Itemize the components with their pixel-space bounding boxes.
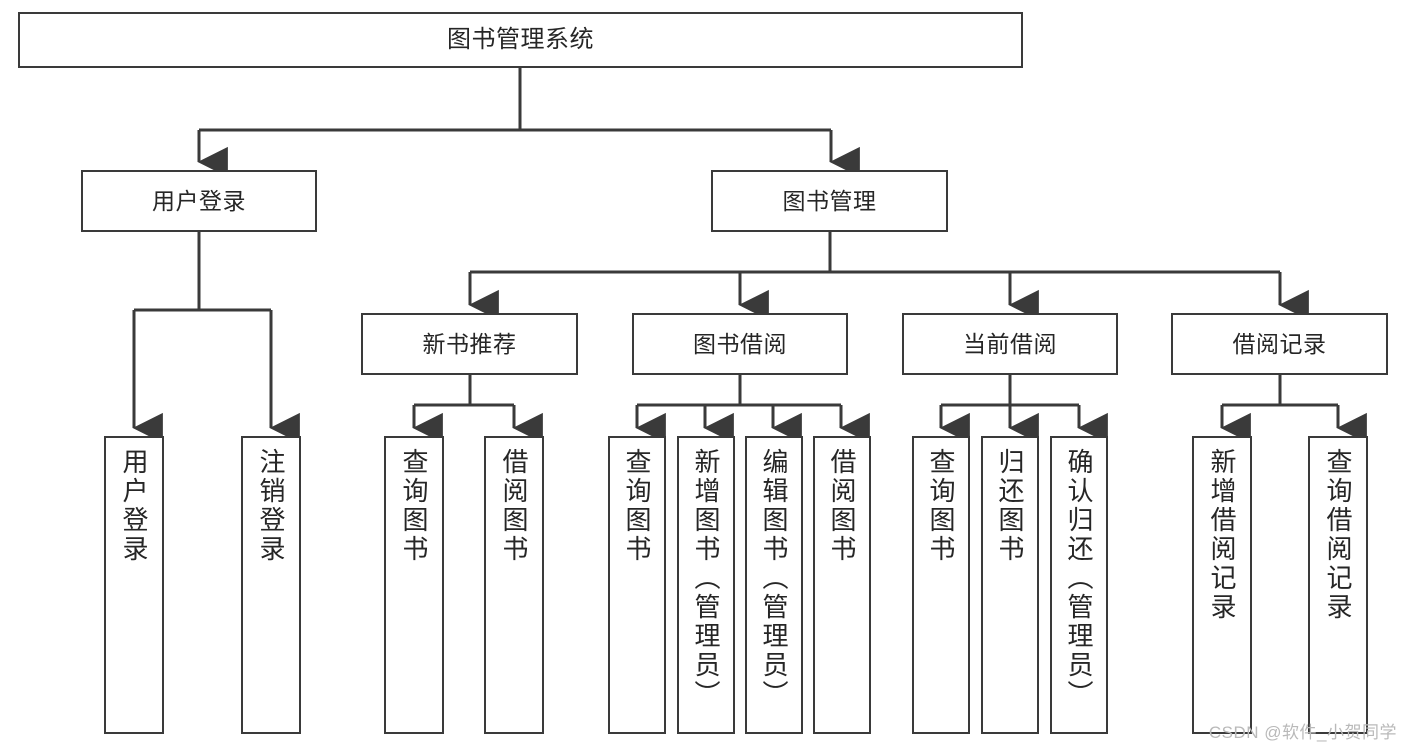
node-current-borrow[interactable]: 当前借阅 xyxy=(902,313,1118,375)
node-label: 借阅图书 xyxy=(827,448,857,564)
node-book-borrow[interactable]: 图书借阅 xyxy=(632,313,848,375)
node-label: 图书管理 xyxy=(782,187,877,214)
node-label: 编辑图书（管理员） xyxy=(759,448,789,709)
leaf-borrow-query-book[interactable]: 查询图书 xyxy=(608,436,666,734)
node-label: 新书推荐 xyxy=(422,330,517,357)
node-label: 当前借阅 xyxy=(963,330,1057,357)
leaf-current-confirm-return-admin[interactable]: 确认归还（管理员） xyxy=(1050,436,1108,734)
node-label: 用户登录 xyxy=(119,448,149,564)
leaf-recommend-query-book[interactable]: 查询图书 xyxy=(384,436,444,734)
node-label: 新增图书（管理员） xyxy=(691,448,721,709)
node-book-management[interactable]: 图书管理 xyxy=(711,170,948,232)
node-label: 借阅图书 xyxy=(499,448,529,564)
node-label: 新增借阅记录 xyxy=(1207,448,1237,622)
leaf-user-login-signin[interactable]: 用户登录 xyxy=(104,436,164,734)
leaf-borrow-borrow-book[interactable]: 借阅图书 xyxy=(813,436,871,734)
leaf-current-return-book[interactable]: 归还图书 xyxy=(981,436,1039,734)
node-label: 借阅记录 xyxy=(1232,330,1327,357)
node-label: 查询借阅记录 xyxy=(1323,448,1353,622)
node-label: 归还图书 xyxy=(995,448,1025,564)
csdn-watermark: CSDN @软件_小贺同学 xyxy=(1208,723,1397,742)
leaf-record-query-record[interactable]: 查询借阅记录 xyxy=(1308,436,1368,734)
leaf-current-query-book[interactable]: 查询图书 xyxy=(912,436,970,734)
leaf-record-add-record[interactable]: 新增借阅记录 xyxy=(1192,436,1252,734)
node-user-login[interactable]: 用户登录 xyxy=(81,170,317,232)
node-label: 查询图书 xyxy=(622,448,652,564)
leaf-borrow-edit-book-admin[interactable]: 编辑图书（管理员） xyxy=(745,436,803,734)
node-label: 图书借阅 xyxy=(693,330,787,357)
leaf-borrow-add-book-admin[interactable]: 新增图书（管理员） xyxy=(677,436,735,734)
leaf-recommend-borrow-book[interactable]: 借阅图书 xyxy=(484,436,544,734)
leaf-user-login-signout[interactable]: 注销登录 xyxy=(241,436,301,734)
node-root-system[interactable]: 图书管理系统 xyxy=(18,12,1023,68)
node-label: 确认归还（管理员） xyxy=(1064,448,1094,709)
node-label: 注销登录 xyxy=(256,448,286,564)
node-label: 查询图书 xyxy=(926,448,956,564)
node-label: 查询图书 xyxy=(399,448,429,564)
node-label: 用户登录 xyxy=(152,187,246,214)
node-label: 图书管理系统 xyxy=(447,26,594,54)
node-borrow-record[interactable]: 借阅记录 xyxy=(1171,313,1388,375)
node-new-book-recommend[interactable]: 新书推荐 xyxy=(361,313,578,375)
